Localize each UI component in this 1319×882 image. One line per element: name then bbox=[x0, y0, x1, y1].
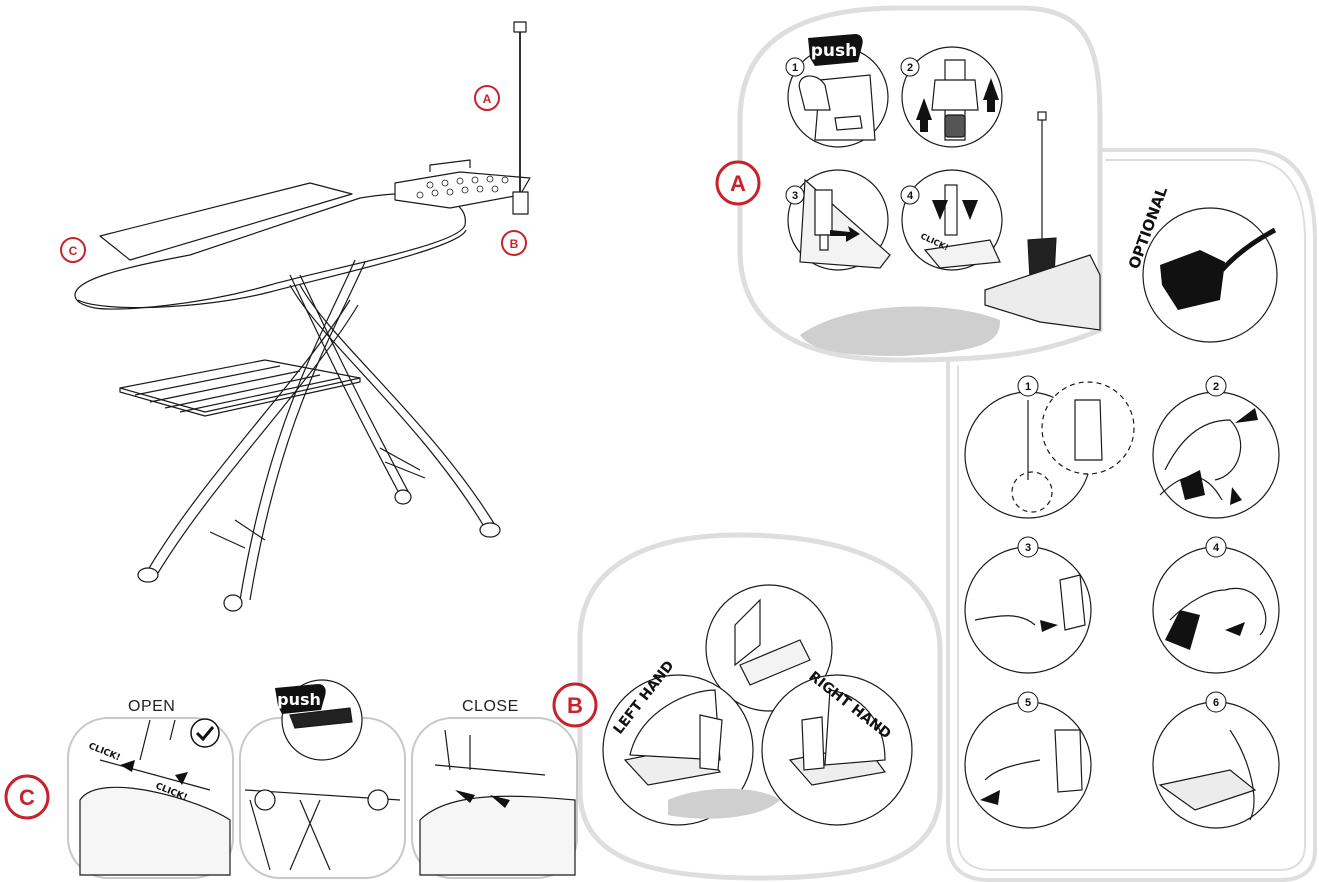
close-caption: CLOSE bbox=[462, 698, 519, 715]
label-c-badge: C bbox=[60, 237, 86, 263]
optional-step-6: 6 bbox=[1213, 697, 1219, 709]
board-top bbox=[74, 193, 466, 310]
optional-step-2: 2 bbox=[1213, 381, 1219, 393]
section-c-badge: C bbox=[4, 774, 50, 820]
label-b-text: B bbox=[510, 237, 519, 251]
push-tag: push bbox=[277, 690, 321, 709]
step-1-push-tag: push bbox=[811, 41, 858, 61]
optional-step-5: 5 bbox=[1025, 697, 1031, 709]
optional-step-3: 3 bbox=[1025, 542, 1031, 554]
optional-step-numbers: 1 2 3 4 5 6 bbox=[1017, 375, 1227, 713]
checkmark-icon bbox=[195, 726, 215, 742]
label-a-badge: A bbox=[474, 85, 500, 111]
section-a-badge-text: A bbox=[730, 171, 746, 196]
step-2-number: 2 bbox=[907, 62, 913, 74]
section-b-badge: B bbox=[552, 682, 598, 728]
step-1-number: 1 bbox=[792, 62, 798, 74]
step-3-number: 3 bbox=[792, 190, 798, 202]
section-a-badge: A bbox=[715, 160, 761, 206]
optional-step-1: 1 bbox=[1025, 381, 1031, 393]
section-b-badge-text: B bbox=[567, 693, 583, 718]
open-caption: OPEN bbox=[128, 698, 176, 715]
label-b-badge: B bbox=[501, 230, 527, 256]
label-c-text: C bbox=[69, 244, 78, 258]
section-c-badge-text: C bbox=[19, 785, 35, 810]
label-a-text: A bbox=[483, 92, 492, 106]
optional-step-4: 4 bbox=[1213, 542, 1220, 554]
step-4-number: 4 bbox=[907, 190, 914, 202]
